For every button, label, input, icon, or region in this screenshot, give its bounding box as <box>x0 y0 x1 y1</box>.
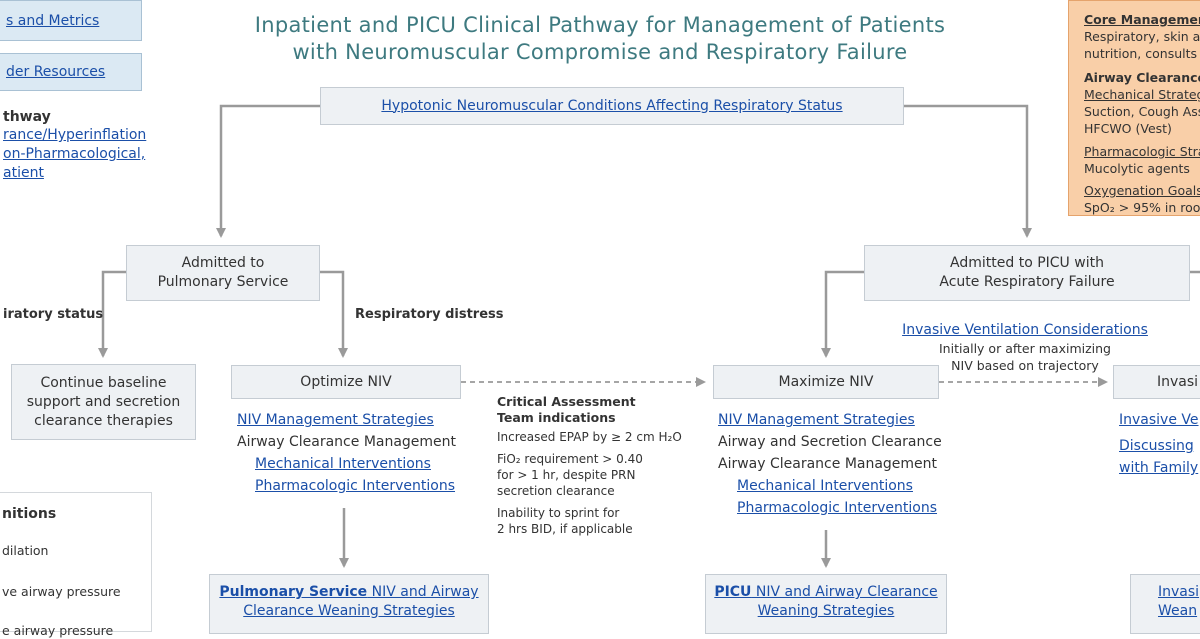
maximize-mechanical-link[interactable]: Mechanical Interventions <box>737 478 913 494</box>
pathway-heading: thway <box>3 109 51 125</box>
node-picu-weaning[interactable]: PICU NIV and Airway Clearance Weaning St… <box>705 574 947 634</box>
picu-weaning-line-2[interactable]: Weaning Strategies <box>757 603 895 619</box>
critical-item-3a: Inability to sprint for <box>497 506 620 520</box>
oxygenation-text: SpO₂ > 95% in roo <box>1084 200 1200 215</box>
connector-pulmonary-to-continue <box>98 270 126 358</box>
node-admitted-pulmonary: Admitted to Pulmonary Service <box>126 245 320 301</box>
critical-heading-2: Team indications <box>497 410 616 425</box>
node-invasive-ventilation: Invasi <box>1113 365 1200 399</box>
invasive-weaning-line-2[interactable]: Wean <box>1158 603 1198 619</box>
pulmonary-weaning-rest-link[interactable]: NIV and Airway <box>367 584 479 600</box>
maximize-niv-management-link[interactable]: NIV Management Strategies <box>718 412 915 428</box>
connector-picu-to-maximize <box>821 270 864 358</box>
page-title: Inpatient and PICU Clinical Pathway for … <box>200 12 1000 66</box>
pharmacologic-strategies-link[interactable]: Pharmacologic Stra <box>1084 144 1200 159</box>
node-maximize-niv: Maximize NIV <box>713 365 939 399</box>
core-management-panel: Core Managemen Respiratory, skin a nutri… <box>1068 0 1200 216</box>
connector-top-to-pulmonary <box>216 104 320 238</box>
pharmacologic-text: Mucolytic agents <box>1084 161 1190 176</box>
core-management-link[interactable]: Core Managemen <box>1084 12 1200 27</box>
oxygenation-goals-link[interactable]: Oxygenation Goals <box>1084 183 1200 198</box>
continue-line-3: clearance therapies <box>34 412 173 429</box>
invasive-ventilation-item-link[interactable]: Invasive Ve <box>1119 412 1199 428</box>
picu-line-1: Admitted to PICU with <box>950 255 1104 271</box>
provider-resources-link[interactable]: der Resources <box>6 64 106 80</box>
node-invasive-weaning[interactable]: Invasi Wean <box>1130 574 1200 634</box>
connector-top-to-picu <box>904 104 1032 238</box>
optimize-niv-label: Optimize NIV <box>300 373 392 390</box>
maximize-niv-list: NIV Management Strategies Airway and Sec… <box>718 409 942 519</box>
invasive-ventilation-text-1: Initially or after maximizing <box>939 341 1111 356</box>
pulmonary-line-1: Admitted to <box>181 255 265 271</box>
optimize-airway-clearance-text: Airway Clearance Management <box>237 434 457 450</box>
node-pulmonary-weaning[interactable]: Pulmonary Service NIV and Airway Clearan… <box>209 574 489 634</box>
critical-item-2a: FiO₂ requirement > 0.40 <box>497 452 643 466</box>
optimize-mechanical-link[interactable]: Mechanical Interventions <box>255 456 431 472</box>
optimize-niv-management-link[interactable]: NIV Management Strategies <box>237 412 434 428</box>
picu-weaning-bold-link[interactable]: PICU <box>714 584 752 600</box>
maximize-pharmacologic-link[interactable]: Pharmacologic Interventions <box>737 500 938 516</box>
definition-3: e airway pressure <box>2 623 114 638</box>
invasive-weaning-line-1[interactable]: Invasi <box>1158 584 1200 600</box>
metrics-link[interactable]: s and Metrics <box>6 12 100 29</box>
with-family-link[interactable]: with Family <box>1119 460 1199 476</box>
definition-2: ve airway pressure <box>2 584 121 599</box>
invasive-list: Invasive Ve Discussing with Family <box>1119 409 1199 479</box>
label-respiratory-distress: Respiratory distress <box>355 307 504 322</box>
continue-line-2: support and secretion <box>26 393 181 410</box>
critical-item-2c: secretion clearance <box>497 484 615 498</box>
hypotonic-conditions-link[interactable]: Hypotonic Neuromuscular Conditions Affec… <box>381 97 843 114</box>
optimize-niv-list: NIV Management Strategies Airway Clearan… <box>237 409 456 497</box>
maximize-niv-label: Maximize NIV <box>778 373 874 390</box>
critical-item-2b: for > 1 hr, despite PRN <box>497 468 636 482</box>
node-optimize-niv: Optimize NIV <box>231 365 461 399</box>
pulmonary-line-2: Pulmonary Service <box>157 274 289 290</box>
invasive-ventilation-note: Invasive Ventilation Considerations Init… <box>880 320 1170 374</box>
label-respiratory-status: iratory status <box>3 307 104 322</box>
invasive-ventilation-link[interactable]: Invasive Ventilation Considerations <box>902 322 1148 338</box>
critical-heading-1: Critical Assessment <box>497 394 636 409</box>
optimize-pharmacologic-link[interactable]: Pharmacologic Interventions <box>255 478 456 494</box>
definition-1: dilation <box>2 543 49 558</box>
core-text-1: Respiratory, skin a <box>1084 29 1200 44</box>
discussing-link[interactable]: Discussing <box>1119 438 1194 454</box>
pathway-link-patient[interactable]: atient <box>3 165 44 181</box>
title-line-2: with Neuromuscular Compromise and Respir… <box>292 40 908 64</box>
mechanical-text-1: Suction, Cough Ass <box>1084 104 1200 119</box>
invasive-node-label: Invasi <box>1157 373 1199 390</box>
mechanical-strategies-link[interactable]: Mechanical Strateg <box>1084 87 1200 102</box>
invasive-ventilation-text-2: NIV based on trajectory <box>951 358 1099 373</box>
maximize-airway-clearance-text: Airway Clearance Management <box>718 456 938 472</box>
node-hypotonic-conditions[interactable]: Hypotonic Neuromuscular Conditions Affec… <box>320 87 904 125</box>
core-text-2: nutrition, consults <box>1084 46 1198 61</box>
pathway-link-non-pharmacological[interactable]: on-Pharmacological, <box>3 146 146 162</box>
continue-line-1: Continue baseline <box>40 374 167 391</box>
pulmonary-weaning-bold-link[interactable]: Pulmonary Service <box>219 584 368 600</box>
node-continue-baseline: Continue baseline support and secretion … <box>11 364 196 440</box>
pathway-links: rance/Hyperinflation on-Pharmacological,… <box>3 126 146 183</box>
pulmonary-weaning-line-2[interactable]: Clearance Weaning Strategies <box>243 603 455 619</box>
maximize-airway-secretion-text: Airway and Secretion Clearance <box>718 434 942 450</box>
definitions-heading: nitions <box>2 506 57 522</box>
connector-pulmonary-to-optimize <box>320 270 348 358</box>
critical-assessment-block: Critical Assessment Team indications Inc… <box>497 394 682 537</box>
mechanical-text-2: HFCWO (Vest) <box>1084 121 1172 136</box>
airway-clearance-heading: Airway Clearance <box>1084 70 1200 85</box>
metrics-button[interactable]: s and Metrics <box>0 0 142 41</box>
critical-item-1: Increased EPAP by ≥ 2 cm H₂O <box>497 430 682 444</box>
definitions-panel: nitions dilation ve airway pressure e ai… <box>0 492 152 638</box>
critical-item-3b: 2 hrs BID, if applicable <box>497 522 633 536</box>
provider-resources-button[interactable]: der Resources <box>0 53 142 91</box>
pathway-link-hyperinflation[interactable]: rance/Hyperinflation <box>3 127 147 143</box>
title-line-1: Inpatient and PICU Clinical Pathway for … <box>254 13 946 37</box>
node-admitted-picu: Admitted to PICU with Acute Respiratory … <box>864 245 1190 301</box>
picu-line-2: Acute Respiratory Failure <box>939 274 1115 290</box>
picu-weaning-rest-link[interactable]: NIV and Airway Clearance <box>751 584 938 600</box>
